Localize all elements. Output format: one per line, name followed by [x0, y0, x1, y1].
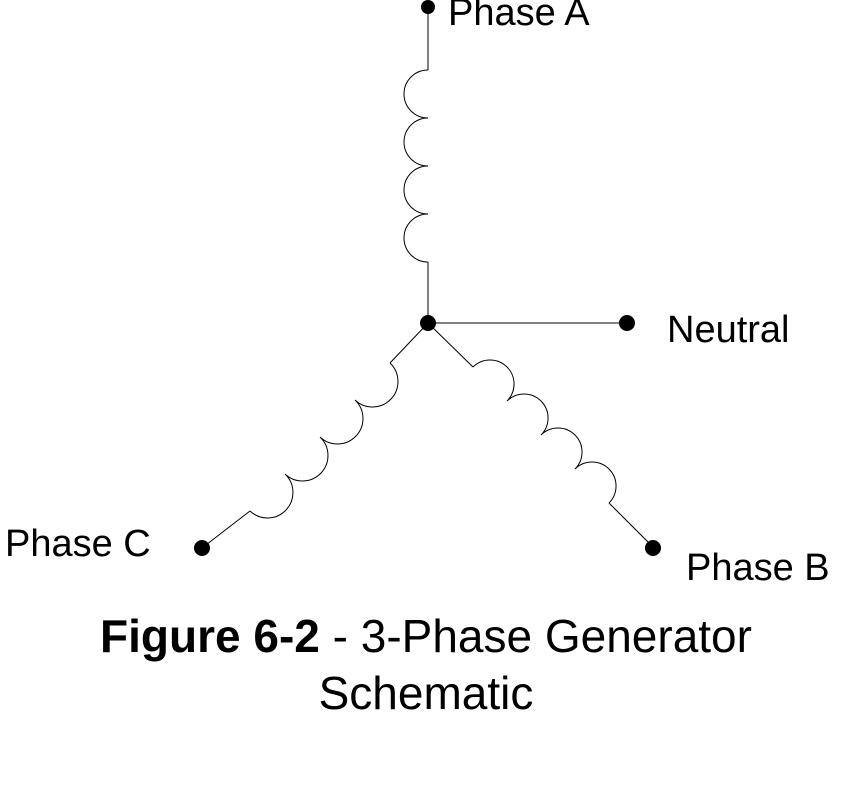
phase-c-label: Phase C — [5, 523, 151, 565]
caption-title-line-2: Schematic — [318, 667, 534, 719]
caption-title-line-1: 3-Phase Generator — [360, 610, 752, 662]
phase-a-terminal — [421, 0, 435, 14]
phase-a-coil — [403, 69, 429, 263]
phase-c-winding — [201, 322, 429, 549]
neutral-label: Neutral — [667, 309, 790, 351]
phase-c-terminal — [194, 540, 210, 556]
phase-a-winding — [403, 8, 429, 323]
phase-c-coil — [249, 362, 399, 519]
caption-separator: - — [319, 610, 361, 662]
phase-c-lead-end — [201, 510, 251, 549]
figure-number: Figure 6-2 — [100, 610, 320, 662]
caption-line-1: Figure 6-2 - 3-Phase Generator — [0, 608, 852, 665]
phase-b-lead-start — [427, 322, 474, 368]
figure-caption: Figure 6-2 - 3-Phase Generator Schematic — [0, 608, 852, 722]
phase-b-winding — [427, 322, 654, 548]
phase-c-lead-start — [389, 322, 429, 364]
phase-b-label: Phase B — [686, 547, 830, 589]
phase-b-lead-end — [608, 502, 654, 548]
center-node — [420, 315, 436, 331]
phase-a-label: Phase A — [448, 0, 590, 34]
phase-b-terminal — [645, 540, 661, 556]
phase-b-coil — [472, 359, 617, 504]
neutral-terminal — [619, 315, 635, 331]
